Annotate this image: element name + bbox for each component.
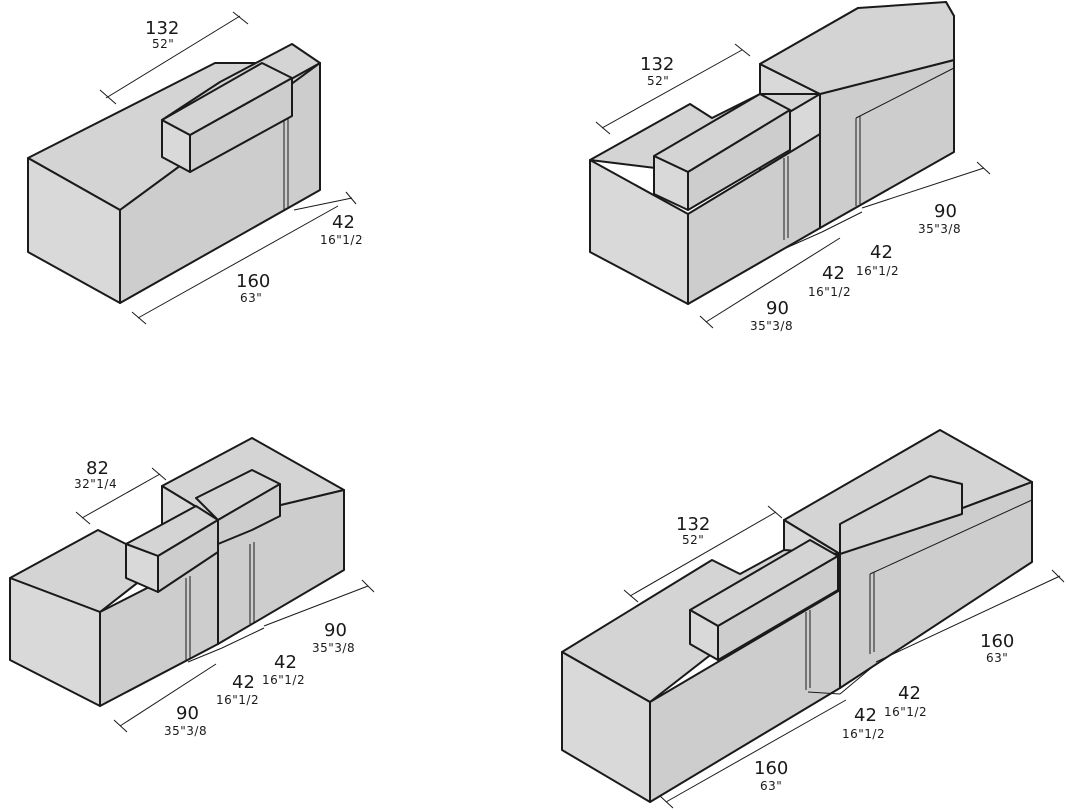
dim-2-arm-right-line (821, 211, 863, 233)
dim-4-arm-right-cm: 42 (898, 683, 921, 704)
dim-3-arm-left-cm: 42 (232, 672, 255, 693)
dim-2-arm-left-line (785, 231, 823, 249)
dim-2-arm-right-cm: 42 (870, 242, 893, 263)
dim-2-left-cm: 90 (766, 298, 789, 319)
sofa-4-right-back-top (839, 475, 963, 555)
dim-2-arm-left-in: 16"1/2 (808, 285, 851, 299)
dim-2-depth-in: 52" (647, 74, 669, 88)
dim-3-depth-tick-b (151, 467, 167, 481)
dim-1-length-tick-a (131, 311, 147, 325)
sofa-2-left-side (687, 133, 821, 305)
dim-3-depth-cm: 82 (86, 458, 109, 479)
dim-2-arm-left-cm: 42 (822, 263, 845, 284)
dim-4-right-cm: 160 (980, 631, 1014, 652)
dim-2-right-in: 35"3/8 (918, 222, 961, 236)
dim-4-right-in: 63" (986, 651, 1008, 665)
dim-2-right-cm: 90 (934, 201, 957, 222)
dim-2-depth-line (601, 49, 743, 129)
dim-4-arm-right-in: 16"1/2 (884, 705, 927, 719)
dim-1-arm-tick (345, 191, 357, 205)
dim-3-left-tick (113, 719, 128, 733)
dim-1-length-line (137, 205, 339, 319)
dim-3-left-line (119, 663, 217, 727)
sofa-4-left-backrest-side (717, 555, 839, 661)
diagram-sofa-compact: 82 32"1/4 90 35"3/8 42 16"1/2 42 16"1/2 … (9, 437, 375, 738)
dim-4-right-tick (1051, 569, 1065, 583)
dim-3-arm-left-in: 16"1/2 (216, 693, 259, 707)
dim-3-left-in: 35"3/8 (164, 724, 207, 738)
dim-4-depth-tick-b (767, 505, 783, 519)
diagram-sofa-two-module: 132 52" 90 35"3/8 42 16"1/2 42 16"1/2 90… (589, 1, 991, 333)
dim-2-arm-right-in: 16"1/2 (856, 264, 899, 278)
dim-1-depth-line (105, 15, 241, 99)
dim-4-depth-line (629, 511, 777, 597)
dim-4-right-line (875, 575, 1061, 663)
dim-4-arm-left-cm: 42 (854, 705, 877, 726)
dim-3-right-tick (361, 579, 375, 593)
dim-3-arm-left-line (187, 647, 223, 663)
sofa-4-left-side (649, 589, 841, 803)
dim-1-length-cm: 160 (236, 271, 270, 292)
dim-3-arm-right-line (221, 627, 265, 649)
dim-3-arm-right-in: 16"1/2 (262, 673, 305, 687)
dim-1-depth-cm: 132 (145, 18, 179, 39)
dim-1-arm-line (293, 197, 353, 211)
dim-4-depth-tick-a (623, 589, 639, 603)
dim-4-left-cm: 160 (754, 758, 788, 779)
sofa-4-right-back-line (869, 499, 1033, 575)
dim-3-depth-line (81, 473, 161, 519)
dim-4-left-in: 63" (760, 779, 782, 793)
dim-2-right-tick (976, 161, 991, 175)
sofa-1-backrest-top (161, 62, 293, 136)
dim-4-left-tick (659, 795, 674, 809)
sofa-3-left-backrest-side (157, 519, 219, 593)
dim-4-depth-in: 52" (682, 533, 704, 547)
dim-3-left-cm: 90 (176, 703, 199, 724)
dim-2-depth-cm: 132 (640, 54, 674, 75)
dim-3-right-cm: 90 (324, 620, 347, 641)
dim-1-depth-tick-b (232, 11, 249, 25)
dim-1-length-in: 63" (240, 291, 262, 305)
dim-1-depth-tick-a (99, 89, 117, 105)
dim-3-right-in: 35"3/8 (312, 641, 355, 655)
dim-2-left-line (705, 237, 841, 323)
dim-4-left-line (665, 699, 847, 803)
dim-3-arm-right-cm: 42 (274, 652, 297, 673)
dim-4-arm-left-line (807, 691, 841, 695)
dim-3-right-line (263, 585, 369, 627)
dim-4-arm-right-line (839, 663, 877, 695)
dim-2-depth-tick-b (734, 43, 751, 57)
sofa-2-right-back-line (855, 67, 955, 119)
dim-3-depth-tick-a (75, 511, 91, 525)
dim-4-arm-left-in: 16"1/2 (842, 727, 885, 741)
dim-4-depth-cm: 132 (676, 514, 710, 535)
dim-2-left-tick (699, 315, 714, 329)
diagram-sofa-long-two-module: 132 52" 160 63" 42 16"1/2 42 16"1/2 160 … (561, 429, 1065, 809)
dim-1-arm-cm: 42 (332, 212, 355, 233)
dim-1-depth-in: 52" (152, 37, 174, 51)
diagram-sofa-single: 132 52" 42 16"1/2 160 63" (27, 11, 363, 325)
dim-1-arm-in: 16"1/2 (320, 233, 363, 247)
dim-3-depth-in: 32"1/4 (74, 477, 117, 491)
dim-2-right-line (861, 167, 985, 209)
dim-2-depth-tick-a (595, 121, 611, 135)
sofa-2-left-backrest-side (687, 109, 791, 211)
dim-2-left-in: 35"3/8 (750, 319, 793, 333)
